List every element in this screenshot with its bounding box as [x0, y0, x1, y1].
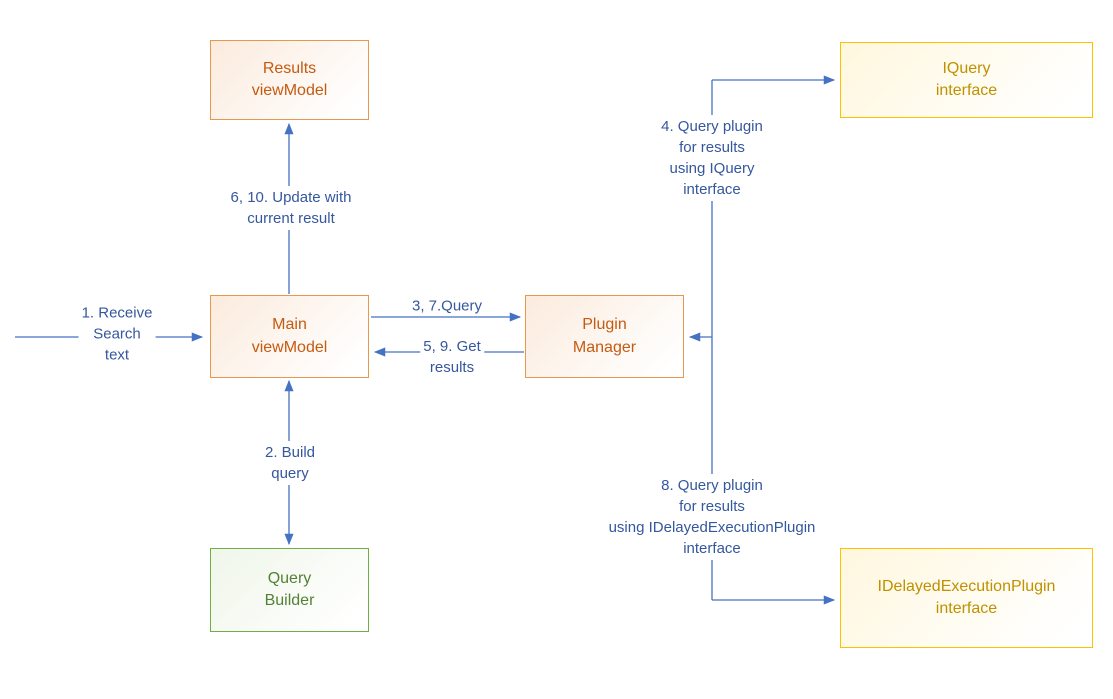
node-main-viewmodel: Main viewModel — [210, 295, 369, 378]
label-update-result: 6, 10. Update with current result — [227, 186, 355, 230]
node-results-viewmodel: Results viewModel — [210, 40, 369, 120]
node-idelayedexecutionplugin-interface: IDelayedExecutionPlugin interface — [840, 548, 1093, 648]
node-plugin-manager: Plugin Manager — [525, 295, 684, 378]
node-iquery-interface: IQuery interface — [840, 42, 1093, 118]
label-query-idelayed: 8. Query plugin for results using IDelay… — [605, 474, 819, 560]
label-build-query: 2. Build query — [261, 441, 319, 485]
label-query: 3, 7.Query — [411, 297, 483, 315]
node-query-builder: Query Builder — [210, 548, 369, 632]
label-query-iquery: 4. Query plugin for results using IQuery… — [658, 115, 766, 201]
label-get-results: 5, 9. Get results — [420, 335, 484, 379]
label-receive-search: 1. Receive Search text — [78, 301, 156, 367]
